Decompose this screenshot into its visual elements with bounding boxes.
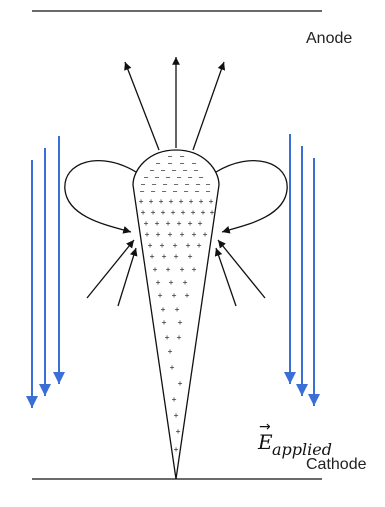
- positive-charge: +: [185, 291, 190, 300]
- positive-charge: +: [172, 395, 177, 404]
- positive-charge: +: [178, 318, 183, 327]
- positive-charge: +: [173, 241, 178, 250]
- positive-charge: +: [183, 278, 188, 287]
- positive-charge: +: [178, 379, 183, 388]
- negative-charge: −: [206, 187, 211, 196]
- positive-charge: +: [175, 305, 180, 314]
- positive-charge: +: [153, 265, 158, 274]
- positive-charge: +: [210, 208, 215, 217]
- positive-charge: +: [139, 197, 144, 206]
- positive-charge: +: [186, 241, 191, 250]
- negative-charge: −: [184, 187, 189, 196]
- field-symbol: E: [258, 430, 273, 454]
- negative-charge: −: [195, 187, 200, 196]
- positive-charge: +: [181, 208, 186, 217]
- positive-charge: +: [168, 347, 173, 356]
- positive-charge: +: [170, 363, 175, 372]
- negative-charge: −: [151, 187, 156, 196]
- positive-charge: +: [209, 197, 214, 206]
- positive-charge: +: [177, 333, 182, 342]
- positive-charge: +: [203, 230, 208, 239]
- positive-charge: +: [198, 219, 203, 228]
- positive-charge: +: [188, 219, 193, 228]
- positive-charge: +: [145, 230, 150, 239]
- positive-charge: +: [171, 208, 176, 217]
- positive-charge: +: [166, 219, 171, 228]
- positive-charge: +: [159, 197, 164, 206]
- positive-charge: +: [148, 241, 153, 250]
- positive-charge: +: [172, 291, 177, 300]
- positive-charge: +: [160, 241, 165, 250]
- positive-charge: +: [151, 208, 156, 217]
- positive-charge: +: [144, 219, 149, 228]
- positive-charge: +: [189, 197, 194, 206]
- positive-charge: +: [180, 230, 185, 239]
- anode-label: Anode: [306, 30, 352, 48]
- positive-charge: +: [180, 265, 185, 274]
- negative-charge: −: [173, 187, 178, 196]
- positive-charge: +: [169, 197, 174, 206]
- field-subscript: applied: [272, 440, 332, 459]
- positive-charge: +: [168, 230, 173, 239]
- positive-charge: +: [161, 305, 166, 314]
- positive-charge: +: [156, 230, 161, 239]
- positive-charge: +: [156, 278, 161, 287]
- positive-charge: +: [176, 427, 181, 436]
- positive-charge: +: [158, 291, 163, 300]
- positive-charge: +: [174, 445, 179, 454]
- positive-charge: +: [174, 252, 179, 261]
- positive-charge: +: [162, 252, 167, 261]
- positive-charge: +: [165, 333, 170, 342]
- outgoing-arrows: [125, 57, 224, 150]
- positive-charge: +: [188, 252, 193, 261]
- applied-field-label: → E applied: [258, 428, 368, 464]
- positive-charge: +: [169, 278, 174, 287]
- negative-charge: −: [140, 187, 145, 196]
- positive-charge: +: [199, 197, 204, 206]
- positive-charge: +: [201, 208, 206, 217]
- positive-charge: +: [192, 230, 197, 239]
- positive-charge: +: [179, 197, 184, 206]
- positive-charge: +: [162, 318, 167, 327]
- positive-charge: +: [149, 197, 154, 206]
- negative-charge: −: [162, 187, 167, 196]
- positive-charge: +: [161, 208, 166, 217]
- positive-charge: +: [197, 241, 202, 250]
- positive-charge: +: [141, 208, 146, 217]
- positive-charge: +: [150, 252, 155, 261]
- positive-charge: +: [192, 265, 197, 274]
- positive-charge: +: [174, 411, 179, 420]
- positive-charge: +: [166, 265, 171, 274]
- positive-charge: +: [177, 219, 182, 228]
- positive-charge: +: [155, 219, 160, 228]
- positive-charge: +: [191, 208, 196, 217]
